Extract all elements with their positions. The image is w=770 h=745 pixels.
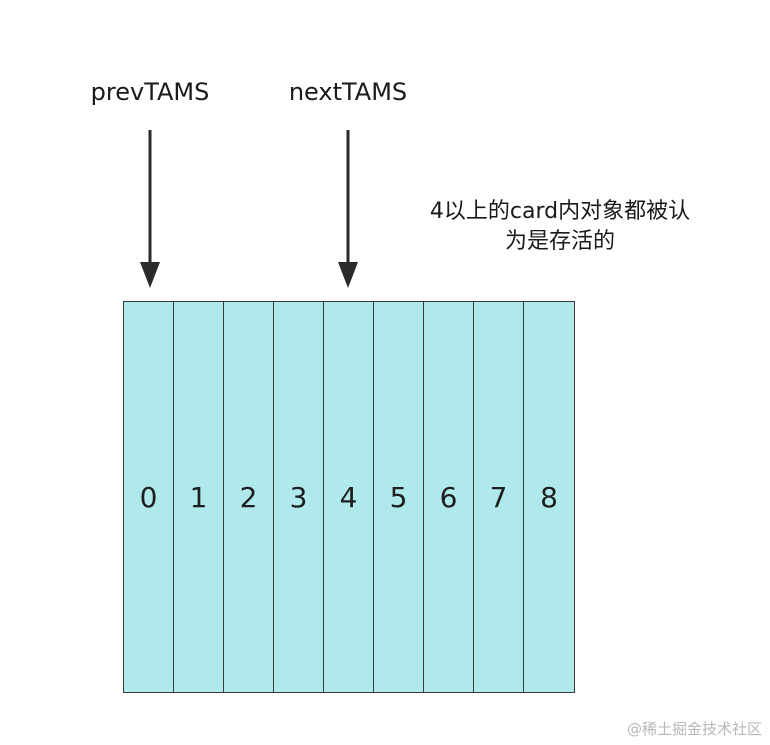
next-tams-label: nextTAMS [288, 78, 408, 106]
card-cell: 5 [374, 302, 424, 692]
note-line-1: 4以上的card内对象都被认 [429, 199, 691, 224]
prev-tams-arrow [140, 130, 160, 288]
card-cell: 6 [424, 302, 474, 692]
card-cell: 4 [324, 302, 374, 692]
card-cell: 1 [174, 302, 224, 692]
card-cell: 7 [474, 302, 524, 692]
card-cell: 2 [224, 302, 274, 692]
card-table: 0 1 2 3 4 5 6 7 8 [123, 301, 575, 693]
note-line-2: 为是存活的 [504, 229, 615, 254]
card-cell: 8 [524, 302, 574, 692]
card-cell: 0 [124, 302, 174, 692]
next-tams-arrow [338, 130, 358, 288]
prev-tams-label: prevTAMS [90, 78, 210, 106]
card-cell: 3 [274, 302, 324, 692]
watermark: @稀土掘金技术社区 [626, 720, 762, 738]
live-objects-note: 4以上的card内对象都被认 为是存活的 [400, 197, 720, 257]
